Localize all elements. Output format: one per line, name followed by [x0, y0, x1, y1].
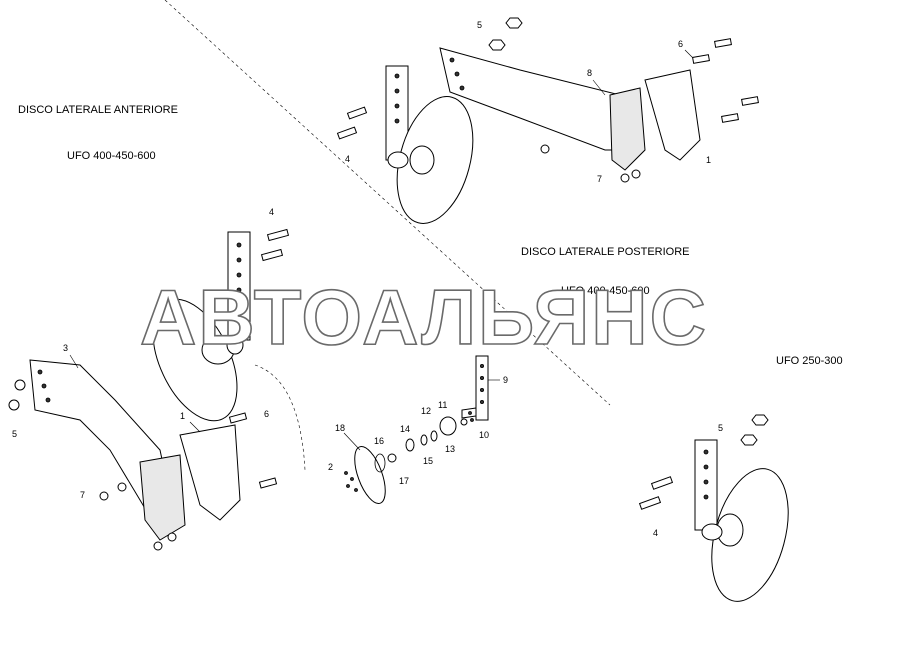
separator-line-upper	[164, 0, 611, 406]
callout-mid-12: 12	[421, 406, 432, 416]
callout-mid-15: 15	[423, 456, 434, 466]
left-mounting-plate	[227, 231, 251, 341]
callout-top-6: 6	[678, 39, 684, 49]
callout-top-4: 4	[345, 154, 351, 164]
callout-left-3: 3	[63, 343, 69, 353]
small-disc-models: UFO 250-300	[776, 355, 843, 367]
hub-disc	[354, 446, 386, 504]
top-disc	[396, 96, 474, 224]
callout-top-1: 1	[706, 155, 712, 165]
rear-disc-title: DISCO LATERALE POSTERIORE	[521, 246, 690, 258]
top-disc-assembly	[336, 17, 759, 224]
callout-mid-2: 2	[328, 462, 334, 472]
top-disc-hub	[409, 145, 435, 175]
top-bracket-left	[609, 87, 646, 171]
callout-left-7: 7	[80, 490, 86, 500]
leader-lines	[69, 49, 694, 451]
callout-left-1: 1	[180, 411, 186, 421]
left-disc-assembly	[8, 228, 290, 551]
callout-mid-10: 10	[479, 430, 490, 440]
callout-mid-17: 17	[399, 476, 410, 486]
callout-top-5: 5	[477, 20, 483, 30]
front-disc-models: UFO 400-450-600	[67, 150, 156, 162]
callout-mid-9: 9	[503, 375, 509, 385]
top-bracket-right	[644, 69, 701, 161]
callout-mid-14: 14	[400, 424, 411, 434]
callout-top-7: 7	[597, 174, 603, 184]
callout-mid-18: 18	[335, 423, 346, 433]
left-bracket-left	[139, 454, 186, 541]
callout-right-5: 5	[718, 423, 724, 433]
left-nut	[14, 379, 26, 391]
left-bracket-right	[179, 424, 241, 521]
callout-mid-11: 11	[438, 400, 448, 410]
right-disc-assembly	[638, 414, 789, 602]
separator-line-lower	[254, 364, 306, 471]
callout-left-6: 6	[264, 409, 270, 419]
exploded-hub-assembly	[344, 355, 489, 504]
callout-mid-13: 13	[445, 444, 456, 454]
watermark: АВТОАЛЬЯНС	[139, 272, 708, 362]
top-bolts	[336, 106, 368, 140]
callout-left-5: 5	[12, 429, 18, 439]
callout-right-4: 4	[653, 528, 659, 538]
callout-top-8: 8	[587, 68, 593, 78]
rear-disc-models: UFO 400-450-600	[561, 285, 650, 297]
callout-left-4: 4	[269, 207, 275, 217]
hub-bearing	[439, 416, 457, 436]
front-disc-title: DISCO LATERALE ANTERIORE	[18, 104, 178, 116]
callout-mid-16: 16	[374, 436, 385, 446]
top-nut	[505, 17, 523, 29]
